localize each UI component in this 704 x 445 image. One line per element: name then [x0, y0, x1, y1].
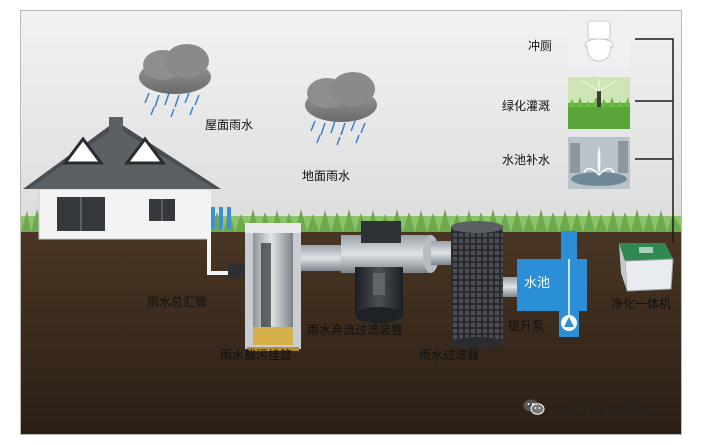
label-pool: 水池 — [524, 276, 551, 291]
label-lift-pump: 提升泵 — [508, 319, 545, 333]
lift-pump-icon — [561, 259, 577, 331]
label-use-toilet: 冲厕 — [528, 39, 553, 53]
cloud-right — [305, 72, 377, 146]
label-use-pool-refill: 水池补水 — [502, 153, 551, 167]
rain-filter — [451, 221, 503, 349]
fountain-icon — [568, 137, 630, 189]
pipe-3 — [503, 277, 519, 297]
toilet-icon — [568, 15, 630, 67]
label-roof-rain: 屋面雨水 — [205, 118, 254, 132]
diagram-frame: 屋面雨水 地面雨水 雨水总汇管 雨水截污挂篮 雨水弃流过滤装置 雨水过滤器 水池… — [20, 10, 682, 435]
rainwater-system-diagram — [21, 11, 681, 434]
pipe-1 — [301, 245, 347, 271]
label-trash-basket: 雨水截污挂篮 — [220, 348, 293, 362]
house — [23, 117, 221, 240]
label-main-pipe: 雨水总汇管 — [147, 295, 208, 309]
label-ground-rain: 地面雨水 — [302, 169, 351, 183]
cloud-left — [139, 44, 211, 118]
label-purifier: 净化一体机 — [611, 297, 672, 311]
diversion-device — [341, 221, 439, 323]
purifier-unit-icon — [619, 243, 674, 292]
footer-text: 绿建节能方向标 — [551, 402, 649, 418]
label-diversion-device: 雨水弃流过滤装置 — [307, 323, 404, 337]
label-filter: 雨水过滤器 — [419, 348, 480, 362]
supply-lines — [635, 38, 674, 243]
trash-basket-well — [245, 223, 301, 351]
ground-drain — [211, 207, 231, 229]
footer-brand: 绿建节能方向标 — [523, 398, 649, 420]
label-use-irrigation: 绿化灌溉 — [502, 99, 551, 113]
main-pipe-joint — [228, 264, 248, 278]
irrigation-icon — [568, 77, 630, 129]
wechat-icon — [523, 398, 545, 420]
